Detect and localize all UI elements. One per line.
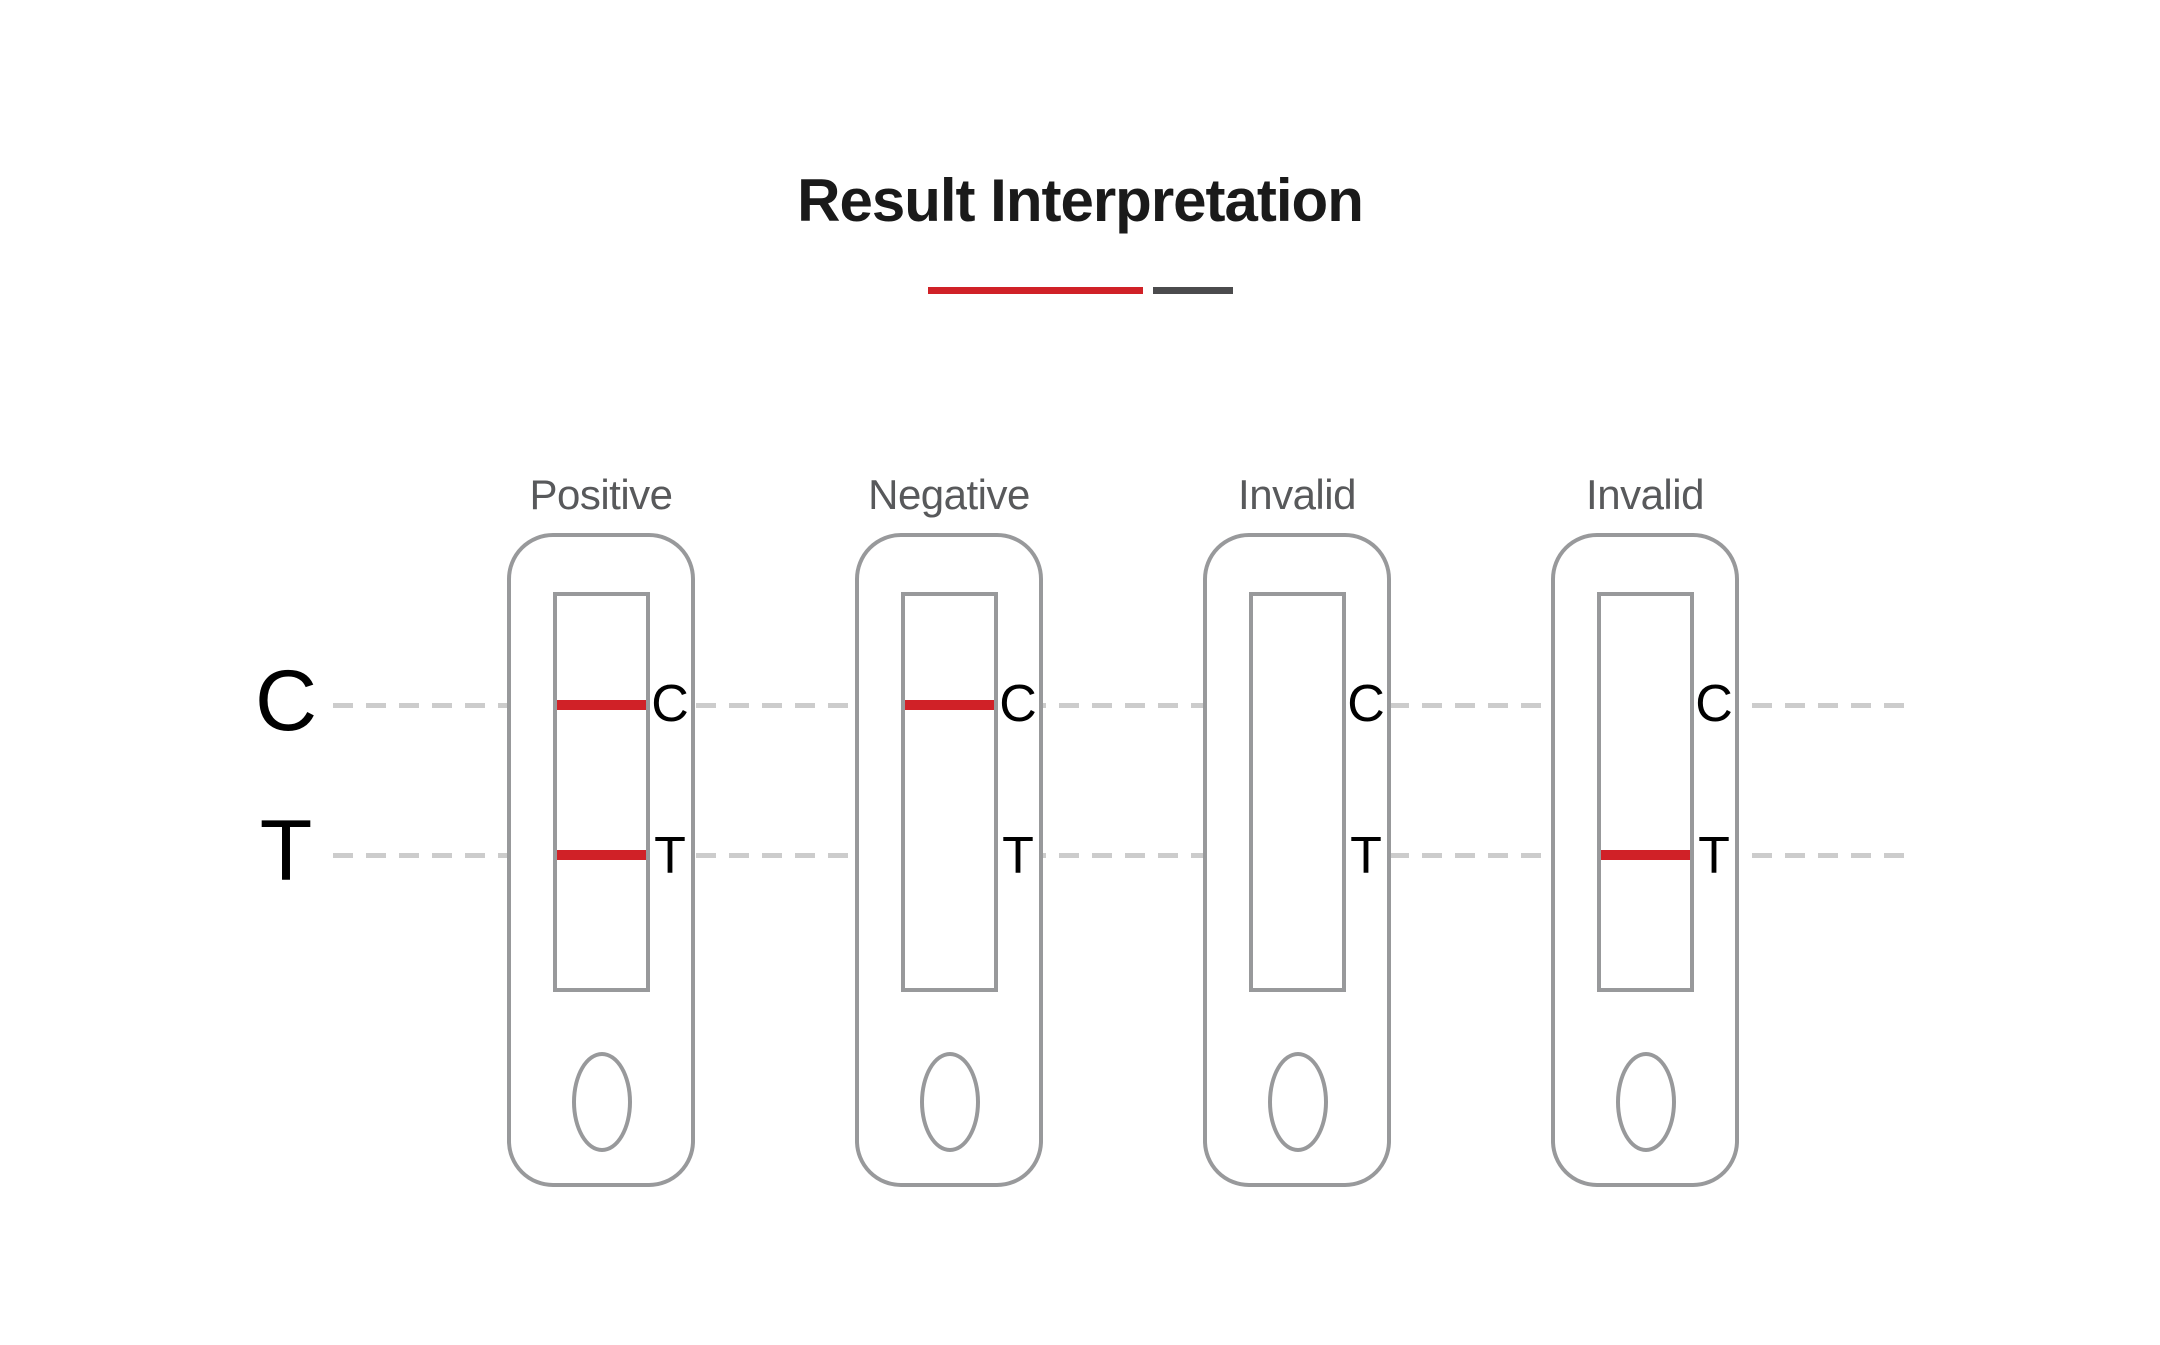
control-line-letter: C (1695, 675, 1733, 733)
t-row-guideline (333, 853, 1905, 858)
cassette-result-label: Positive (529, 471, 673, 518)
divider-dark-bar (1153, 287, 1233, 294)
control-line (557, 700, 646, 710)
control-line-letter: C (1347, 675, 1385, 733)
sample-well (1616, 1052, 1676, 1152)
control-line-letter: C (651, 675, 689, 733)
divider-red-bar (928, 287, 1143, 294)
title-divider (928, 287, 1233, 294)
test-line-letter: T (1350, 827, 1382, 885)
result-window (901, 592, 998, 992)
test-line-letter: T (1002, 827, 1034, 885)
test-line (1601, 850, 1690, 860)
c-row-label: C (254, 653, 318, 749)
page-title: Result Interpretation (797, 167, 1364, 234)
control-line-letter: C (999, 675, 1037, 733)
result-window (1249, 592, 1346, 992)
result-window (553, 592, 650, 992)
cassette-positive-1: Positive C T (507, 473, 695, 1187)
cassette-result-label: Invalid (1586, 471, 1704, 518)
c-row-guideline (333, 703, 1905, 708)
result-window (1597, 592, 1694, 992)
t-row-label: T (259, 803, 313, 899)
cassette-result-label: Negative (868, 471, 1030, 518)
control-line (905, 700, 994, 710)
test-line-letter: T (1698, 827, 1730, 885)
cassette-invalid-3: Invalid C T (1203, 473, 1391, 1187)
sample-well (920, 1052, 980, 1152)
test-line-letter: T (654, 827, 686, 885)
cassette-result-label: Invalid (1238, 471, 1356, 518)
test-line (557, 850, 646, 860)
cassette-negative-2: Negative C T (855, 473, 1043, 1187)
sample-well (572, 1052, 632, 1152)
sample-well (1268, 1052, 1328, 1152)
cassette-invalid-4: Invalid C T (1551, 473, 1739, 1187)
